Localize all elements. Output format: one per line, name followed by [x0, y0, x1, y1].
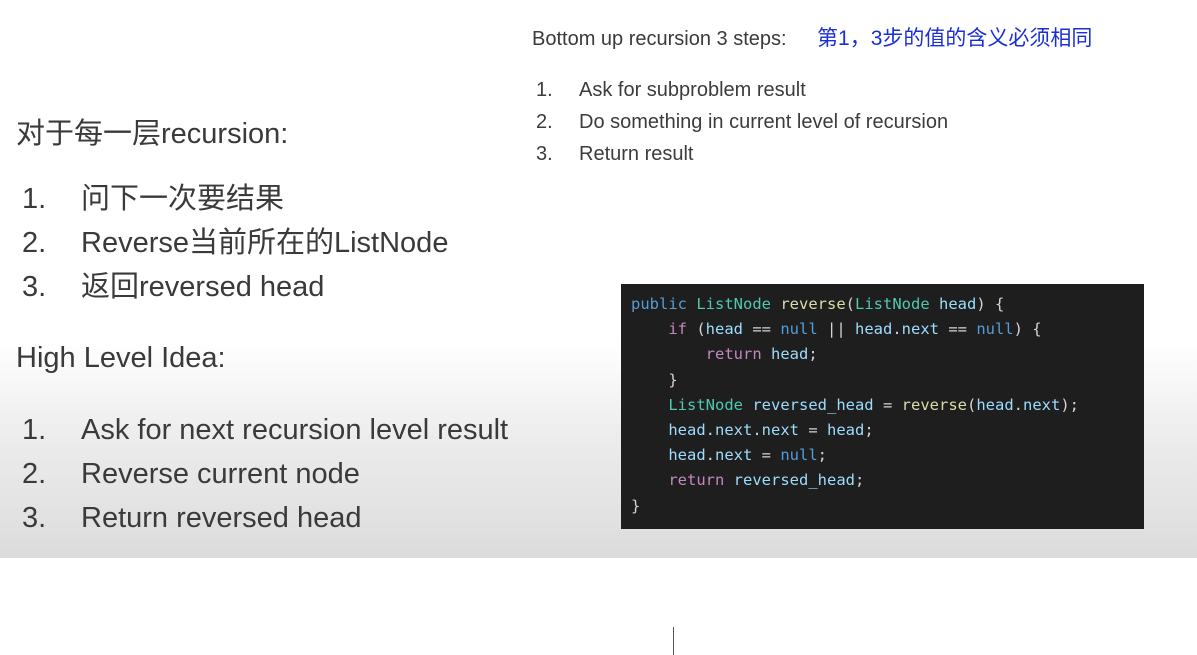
- list-item-text: Do something in current level of recursi…: [579, 111, 949, 133]
- list-item-text: Ask for next recursion level result: [81, 414, 509, 446]
- list-item: 1. Ask for next recursion level result: [22, 408, 508, 452]
- per-level-steps-list: 1. 问下一次要结果 2. Reverse当前所在的ListNode 3. 返回rev…: [22, 177, 448, 309]
- list-item-text: Reverse当前所在的ListNode: [81, 227, 449, 259]
- indent-guide: [673, 627, 674, 655]
- list-item-text: Ask for subproblem result: [579, 79, 806, 101]
- list-item-text: 返回reversed head: [81, 271, 325, 303]
- list-item-text: Reverse current node: [81, 458, 360, 490]
- code-line: return reversed_head;: [668, 471, 865, 490]
- list-item-text: Return reversed head: [81, 502, 362, 534]
- per-level-heading: 对于每一层recursion:: [16, 118, 289, 150]
- high-level-steps-list: 1. Ask for next recursion level result 2.…: [22, 408, 508, 540]
- list-item: 3. Return result: [536, 138, 948, 170]
- list-item-number: 2.: [22, 227, 47, 259]
- high-level-idea-heading: High Level Idea:: [16, 342, 226, 374]
- list-item-number: 2.: [22, 458, 47, 490]
- bottom-up-steps-list: 1. Ask for subproblem result 2. Do somethi…: [536, 74, 948, 170]
- list-item: 2. Do something in current level of recur…: [536, 106, 948, 138]
- recursion-steps-label: Bottom up recursion 3 steps:: [532, 28, 787, 50]
- list-item-number: 1.: [536, 79, 553, 101]
- list-item-number: 2.: [536, 111, 553, 133]
- list-item-number: 3.: [22, 502, 47, 534]
- list-item-number: 1.: [22, 183, 47, 215]
- list-item-number: 3.: [22, 271, 47, 303]
- code-snippet: public ListNode reverse(ListNode head) {…: [621, 284, 1144, 655]
- code-line: return head;: [705, 345, 818, 364]
- code-line: if (head == null || head.next == null) {: [668, 320, 1042, 339]
- list-item: 2. Reverse当前所在的ListNode: [22, 221, 448, 265]
- code-line: }: [631, 370, 678, 389]
- list-item-text: 问下一次要结果: [81, 183, 285, 215]
- recursion-steps-header: Bottom up recursion 3 steps: 第1，3步的值的含义必…: [532, 22, 1092, 52]
- list-item: 1. Ask for subproblem result: [536, 74, 948, 106]
- code-line: head.next = null;: [668, 446, 827, 465]
- code-line: }: [631, 496, 641, 515]
- list-item: 1. 问下一次要结果: [22, 177, 448, 221]
- list-item-number: 1.: [22, 414, 47, 446]
- code-line: public ListNode reverse(ListNode head) {: [631, 295, 1005, 313]
- recursion-steps-note: 第1，3步的值的含义必须相同: [817, 27, 1093, 50]
- list-item: 2. Reverse current node: [22, 452, 508, 496]
- list-item: 3. Return reversed head: [22, 496, 508, 540]
- code-line: ListNode reversed_head = reverse(head.ne…: [668, 395, 1079, 414]
- code-line: head.next.next = head;: [668, 420, 874, 439]
- list-item-text: Return result: [579, 143, 694, 165]
- list-item: 3. 返回reversed head: [22, 265, 448, 309]
- list-item-number: 3.: [536, 143, 553, 165]
